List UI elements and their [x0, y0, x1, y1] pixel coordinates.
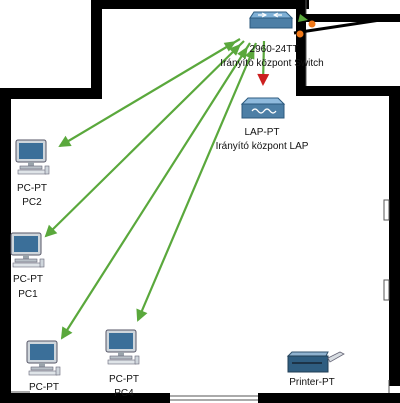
port-status-dot [296, 30, 304, 38]
pc3-icon[interactable] [26, 340, 61, 376]
wall-right-lower [389, 86, 400, 386]
link-status-arrow-pc4 [136, 308, 148, 322]
port-status-dot [308, 20, 316, 28]
pc1-model-label: PC-PT [13, 274, 43, 285]
pc3-model-label: PC-PT [29, 382, 59, 393]
pc4-name-label: PC4 [114, 388, 134, 398]
link-pc3[interactable] [61, 42, 251, 339]
switch-name-label: Irányító központ Switch [220, 58, 324, 69]
link-status-arrow-pc2 [58, 135, 72, 148]
wall-right-upper [296, 0, 306, 95]
printer-model-label: Printer-PT [289, 377, 335, 388]
wall-right-ledge [296, 86, 400, 96]
link-port-arrow-pc4 [245, 46, 255, 60]
wall-left [0, 88, 11, 393]
link-pc2[interactable] [59, 38, 241, 147]
pc1-name-label: PC1 [18, 289, 38, 300]
link-port-arrow-pc3 [237, 46, 248, 60]
lap-model-label: LAP-PT [244, 127, 280, 138]
pc2-name-label: PC2 [22, 197, 42, 208]
pc2-model-label: PC-PT [17, 183, 47, 194]
pc4-model-label: PC-PT [109, 374, 139, 385]
lap-name-label: Irányító központ LAP [215, 141, 309, 152]
link-offscreen[interactable] [293, 15, 400, 35]
pc4-icon[interactable] [105, 329, 140, 365]
link-pc4[interactable] [136, 42, 258, 321]
pc1-icon[interactable] [10, 232, 45, 268]
link-port-arrow-pc2 [223, 41, 237, 52]
wall-offscreen-right [306, 14, 400, 22]
link-status-arrow-pc3 [60, 326, 73, 340]
printer-icon[interactable] [286, 351, 345, 373]
wall-pillar [91, 0, 102, 99]
access-point-icon[interactable] [240, 97, 286, 119]
link-status-arrow-pc1 [44, 224, 58, 238]
door-markers [11, 0, 390, 401]
cable-links [44, 14, 400, 340]
switch-icon[interactable] [249, 11, 294, 29]
switch-model-label: 2960-24TT [249, 44, 299, 55]
link-port-arrow-pc1 [229, 43, 242, 56]
wall-bottom-left [0, 393, 170, 403]
device-icons [10, 11, 345, 376]
port-status-arrow [298, 14, 308, 22]
link-status-arrow-lap [257, 73, 270, 86]
wall-top [91, 0, 309, 9]
link-pc1[interactable] [45, 40, 245, 237]
wall-bottom-right [258, 393, 400, 403]
wall-top-left [0, 88, 100, 99]
pc2-icon[interactable] [15, 139, 50, 175]
